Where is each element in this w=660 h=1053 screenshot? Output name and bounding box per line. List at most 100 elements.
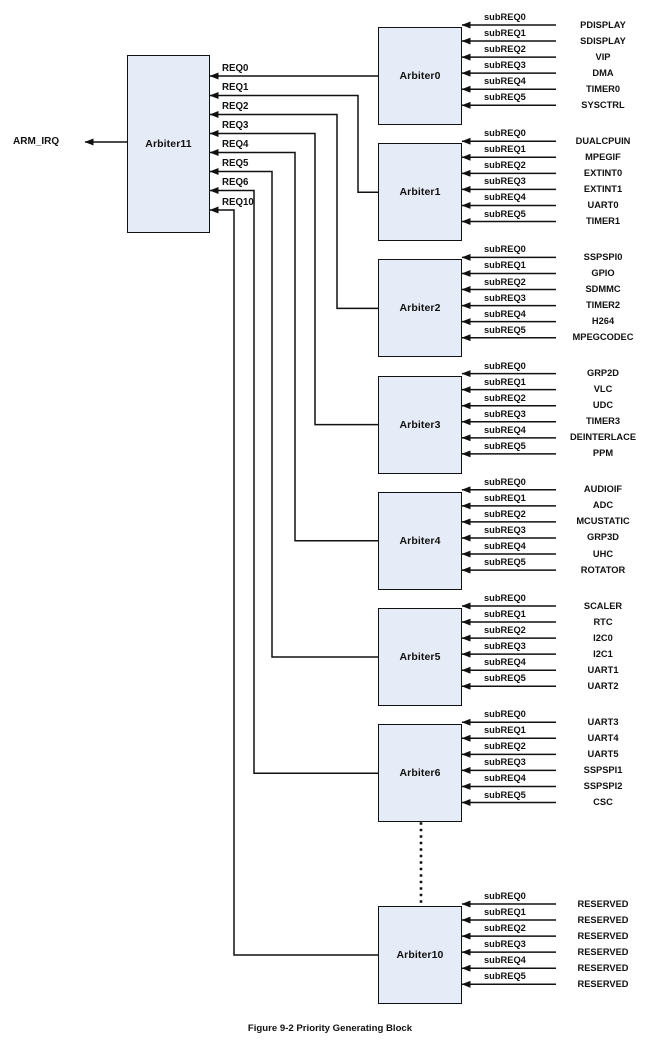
subrequest-label: subREQ2 bbox=[484, 160, 526, 171]
arbiter-block-arbiter10[interactable]: Arbiter10 bbox=[378, 906, 462, 1004]
source-label: SDMMC bbox=[585, 284, 621, 295]
source-label: SCALER bbox=[583, 600, 623, 611]
subrequest-label: subREQ0 bbox=[484, 891, 526, 901]
source-label: SSPSPI2 bbox=[583, 780, 623, 791]
subrequest-label: subREQ0 bbox=[484, 12, 526, 22]
subrequest-label: subREQ0 bbox=[484, 128, 526, 139]
subrequest-label: subREQ5 bbox=[484, 440, 526, 451]
source-label: MPEGIF bbox=[585, 151, 621, 162]
source-label: MCUSTATIC bbox=[576, 516, 630, 527]
arbiter-block-label: Arbiter11 bbox=[145, 138, 192, 150]
subrequest-label: subREQ0 bbox=[484, 244, 526, 255]
subrequest-label: subREQ5 bbox=[484, 208, 526, 219]
source-label: AUDIOIF bbox=[583, 484, 623, 495]
source-label: VIP bbox=[595, 51, 611, 62]
source-label: UART5 bbox=[587, 748, 619, 759]
subrequest-label: subREQ4 bbox=[484, 308, 526, 319]
subrequest-label: subREQ1 bbox=[484, 907, 526, 918]
request-label-req6: REQ6 bbox=[222, 177, 249, 188]
subrequest-label: subREQ1 bbox=[484, 609, 526, 620]
arbiter-block-label: Arbiter10 bbox=[396, 949, 444, 961]
arbiter-block-label: Arbiter6 bbox=[399, 767, 441, 780]
source-label: SSPSPI1 bbox=[583, 764, 623, 775]
source-label: DMA bbox=[592, 67, 614, 78]
subrequest-label: subREQ1 bbox=[484, 144, 526, 155]
subrequest-label: subREQ5 bbox=[484, 92, 526, 103]
source-label: UDC bbox=[592, 400, 614, 411]
subrequest-label: subREQ5 bbox=[484, 324, 526, 335]
arbiter-block-arbiter3[interactable]: Arbiter3 bbox=[378, 375, 462, 474]
subrequest-label: subREQ3 bbox=[484, 524, 526, 535]
source-label: UART3 bbox=[587, 716, 619, 727]
source-label: UART4 bbox=[587, 732, 619, 743]
request-label-req2: REQ2 bbox=[222, 101, 249, 112]
source-label: GPIO bbox=[591, 267, 615, 278]
source-label: PDISPLAY bbox=[580, 19, 626, 30]
arbiter-block-label: Arbiter5 bbox=[399, 651, 441, 663]
source-label: UART0 bbox=[587, 199, 619, 210]
subrequest-label: subREQ2 bbox=[484, 508, 526, 519]
source-label: I2C1 bbox=[593, 648, 613, 659]
subrequest-label: subREQ4 bbox=[484, 76, 526, 87]
subrequest-label: subREQ4 bbox=[484, 773, 526, 784]
subrequest-label: subREQ4 bbox=[484, 541, 526, 552]
output-signal-label: ARM_IRQ bbox=[13, 135, 60, 147]
subrequest-label: subREQ3 bbox=[484, 60, 526, 71]
source-label: RESERVED bbox=[577, 946, 629, 957]
source-label: RESERVED bbox=[577, 898, 629, 909]
subrequest-label: subREQ4 bbox=[484, 192, 526, 203]
subrequest-label: subREQ3 bbox=[484, 939, 526, 950]
subrequest-label: subREQ2 bbox=[484, 44, 526, 55]
source-label: GRP3D bbox=[586, 532, 620, 543]
source-label: PPM bbox=[592, 448, 614, 459]
subrequest-label: subREQ3 bbox=[484, 641, 526, 652]
arbiter-block-arbiter0[interactable]: Arbiter0 bbox=[378, 27, 462, 125]
request-label-req10: REQ10 bbox=[222, 196, 254, 208]
subrequest-label: subREQ5 bbox=[484, 557, 526, 568]
source-label: EXTINT1 bbox=[583, 183, 623, 194]
subrequest-label: subREQ1 bbox=[484, 376, 526, 387]
source-label: ROTATOR bbox=[580, 564, 626, 575]
source-label: DEINTERLACE bbox=[569, 432, 637, 443]
source-label: RESERVED bbox=[577, 914, 629, 925]
request-label-req1: REQ1 bbox=[222, 82, 249, 93]
arbiter-block-arbiter6[interactable]: Arbiter6 bbox=[378, 724, 462, 823]
arbiter-block-arbiter4[interactable]: Arbiter4 bbox=[378, 491, 462, 590]
arbiter-block-top[interactable]: Arbiter11 bbox=[127, 55, 210, 233]
subrequest-label: subREQ5 bbox=[484, 789, 526, 800]
subrequest-label: subREQ2 bbox=[484, 276, 526, 287]
source-label: I2C0 bbox=[593, 632, 613, 643]
arbiter-block-label: Arbiter3 bbox=[399, 418, 441, 431]
subrequest-label: subREQ2 bbox=[484, 741, 526, 752]
figure-caption: Figure 9-2 Priority Generating Block bbox=[247, 1023, 413, 1034]
source-label: TIMER0 bbox=[585, 83, 621, 94]
source-label: DUALCPUIN bbox=[575, 135, 631, 146]
subrequest-label: subREQ1 bbox=[484, 725, 526, 736]
subrequest-label: subREQ0 bbox=[484, 709, 526, 720]
subrequest-label: subREQ0 bbox=[484, 360, 526, 371]
request-label-req3: REQ3 bbox=[222, 120, 249, 131]
subrequest-label: subREQ1 bbox=[484, 28, 526, 39]
source-label: CSC bbox=[593, 797, 613, 807]
subrequest-label: subREQ3 bbox=[484, 408, 526, 419]
source-label: MPEGCODEC bbox=[572, 332, 634, 343]
subrequest-label: subREQ4 bbox=[484, 657, 526, 668]
subrequest-label: subREQ2 bbox=[484, 923, 526, 934]
source-label: ADC bbox=[592, 500, 614, 511]
subrequest-label: subREQ3 bbox=[484, 292, 526, 303]
source-label: RESERVED bbox=[577, 962, 629, 973]
source-label: TIMER1 bbox=[585, 216, 621, 226]
arbiter-block-arbiter1[interactable]: Arbiter1 bbox=[378, 143, 462, 242]
arbiter-block-label: Arbiter0 bbox=[399, 70, 441, 82]
arbiter-block-arbiter2[interactable]: Arbiter2 bbox=[378, 259, 462, 358]
source-label: EXTINT0 bbox=[583, 167, 623, 178]
request-label-req0: REQ0 bbox=[222, 62, 249, 74]
request-label-req5: REQ5 bbox=[222, 158, 249, 169]
subrequest-label: subREQ1 bbox=[484, 260, 526, 271]
source-label: SYSCTRL bbox=[581, 99, 625, 110]
arbiter-block-arbiter5[interactable]: Arbiter5 bbox=[378, 608, 462, 706]
arbiter-block-label: Arbiter1 bbox=[399, 186, 441, 199]
source-label: GRP2D bbox=[586, 368, 620, 379]
